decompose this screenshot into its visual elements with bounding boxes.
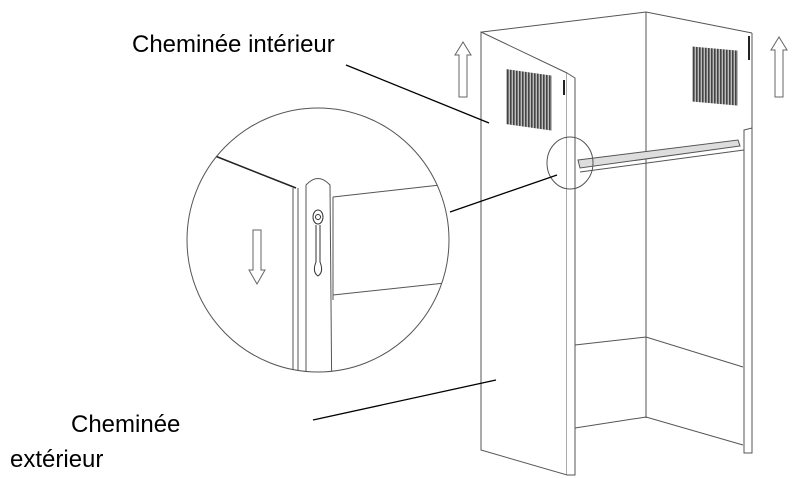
label-outer-chimney-line1: Cheminée (71, 411, 181, 438)
vent-grille-icon (506, 69, 552, 131)
inner-chimney-back-top-edge (481, 11, 753, 34)
leader-line-detail (449, 174, 558, 213)
label-inner-chimney: Cheminée intérieur (132, 31, 335, 58)
leader-line-inner (345, 64, 490, 124)
leader-line-outer (312, 379, 497, 421)
support-rail (577, 139, 741, 169)
label-outer-chimney-line2: extérieur (10, 446, 104, 473)
arrow-up-icon (770, 36, 788, 98)
outer-chimney-right-rail (743, 127, 753, 454)
detail-callout-large (186, 107, 450, 373)
detail-callout-small (546, 136, 594, 190)
arrow-up-icon (454, 41, 472, 98)
vent-grille-icon (692, 46, 738, 106)
arrow-down-icon (248, 229, 266, 286)
keyhole-slot-icon (312, 209, 324, 277)
